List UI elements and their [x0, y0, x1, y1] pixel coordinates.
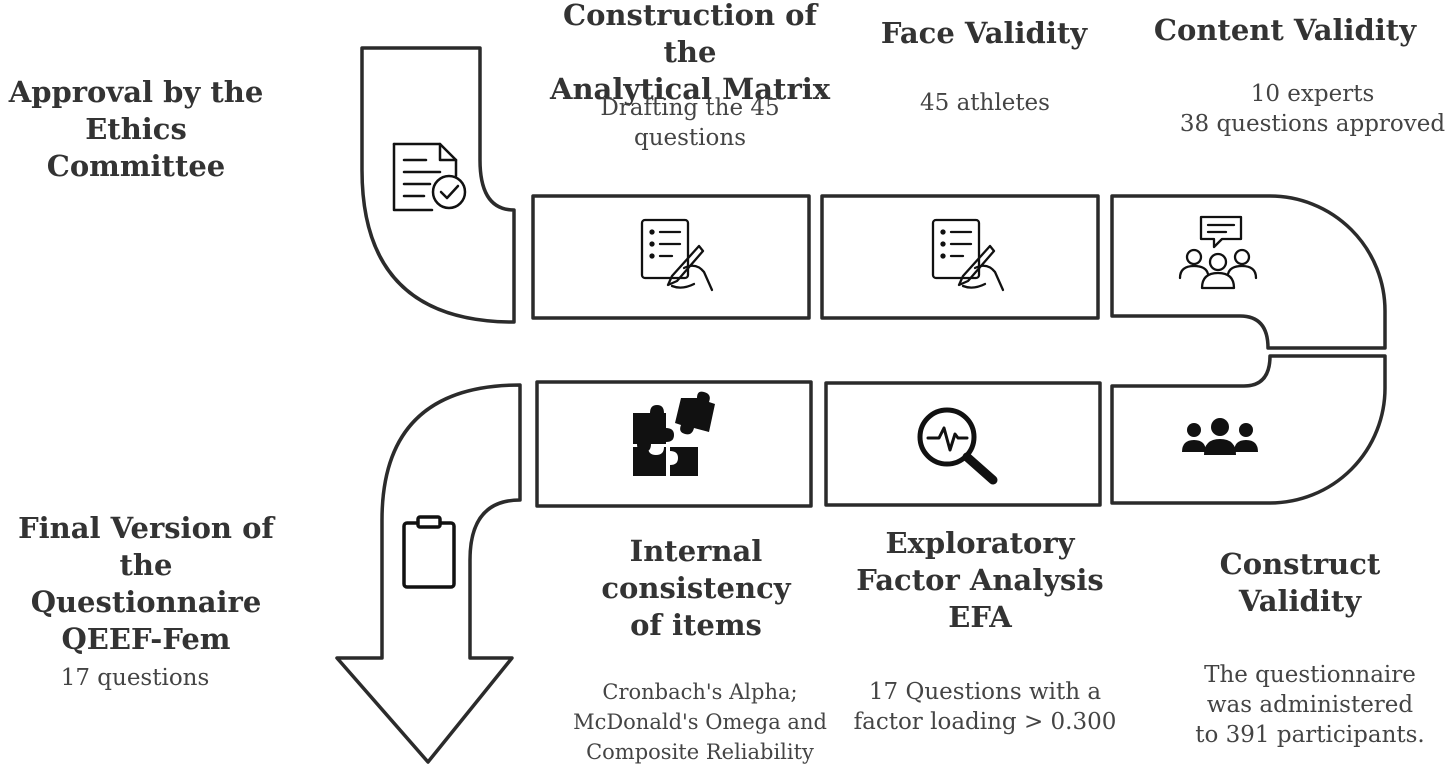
magnifier-pulse-icon — [917, 407, 998, 485]
face-box — [820, 194, 1100, 320]
group-people-icon — [1182, 418, 1258, 455]
internal-box — [535, 380, 813, 508]
ethics-pipe-shape — [360, 46, 516, 324]
final-arrow-shape — [335, 383, 522, 764]
construct-title: Construct Validity — [1219, 547, 1381, 618]
form-writing-icon — [931, 218, 1005, 292]
group-discussion-icon — [1178, 215, 1258, 290]
final-desc: 17 questions — [60, 665, 210, 691]
matrix-box — [531, 194, 811, 320]
construct-box-shape — [1110, 354, 1387, 505]
efa-box — [824, 381, 1102, 507]
content-box-shape — [1110, 194, 1387, 350]
face-title: Face Validity — [880, 16, 1088, 50]
form-writing-icon — [640, 218, 714, 292]
face-desc: 45 athletes — [920, 90, 1050, 116]
puzzle-icon — [633, 391, 715, 476]
document-check-icon — [392, 142, 467, 212]
clipboard-icon — [402, 515, 456, 589]
content-title: Content Validity — [1153, 13, 1417, 47]
